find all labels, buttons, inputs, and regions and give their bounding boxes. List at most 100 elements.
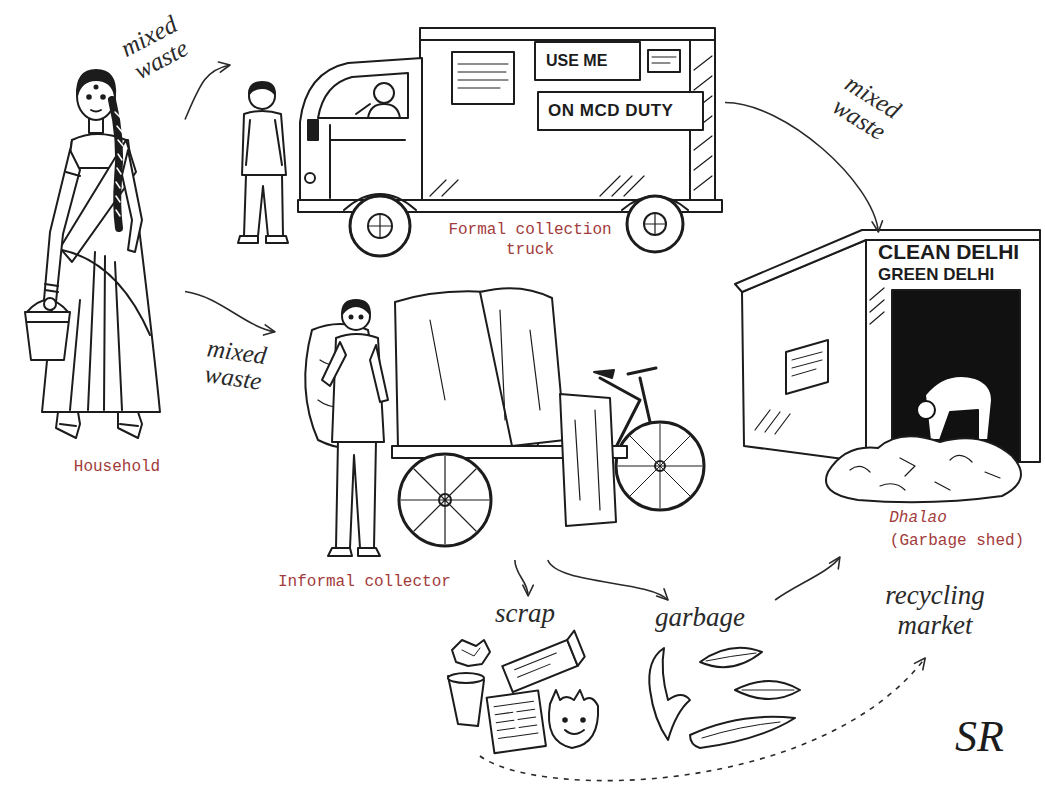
woman-figure <box>101 95 105 99</box>
truck-drawing <box>374 83 394 103</box>
collector-cart-drawing <box>430 310 540 420</box>
truck-drawing <box>535 42 640 80</box>
scrap-items-drawing <box>563 718 567 722</box>
node-label: garbage <box>640 602 760 632</box>
arrow-line <box>185 292 275 332</box>
flow-arrow <box>185 292 275 336</box>
truck-drawing <box>368 214 392 238</box>
woman-figure <box>44 298 56 310</box>
market-node: recycling market <box>865 578 1005 658</box>
arrow-head <box>218 62 230 72</box>
collector-cart-drawing <box>342 300 370 314</box>
node-sublabel: (Garbage shed) <box>882 531 1032 551</box>
scrap-items-drawing <box>494 701 538 738</box>
truck-drawing <box>318 73 408 118</box>
collector-cart-drawing <box>350 316 353 319</box>
truck-drawing <box>420 40 715 200</box>
scrap-items-drawing <box>452 640 490 666</box>
woman-figure <box>91 110 101 112</box>
woman-figure <box>122 150 142 252</box>
truck-drawing <box>308 120 318 140</box>
woman-figure <box>25 70 160 438</box>
truck-drawing <box>249 83 275 109</box>
arrow-head <box>915 658 926 670</box>
truck-drawing <box>368 214 392 238</box>
edge-label: mixed waste <box>192 334 278 397</box>
garbage-items-drawing <box>702 722 780 738</box>
scrap-items-drawing <box>500 631 587 692</box>
truck-drawing <box>420 28 715 200</box>
garbage-items-drawing <box>649 648 690 740</box>
arrow-head <box>872 221 882 232</box>
truck-drawing <box>458 64 508 88</box>
garbage-items-drawing <box>735 681 800 699</box>
scrap-items-drawing <box>502 640 577 692</box>
scrap-items-drawing <box>462 648 480 656</box>
arrow-head <box>830 557 840 569</box>
arrow-head <box>264 325 276 335</box>
scrap-items-drawing <box>515 653 560 677</box>
truck-drawing <box>627 196 683 252</box>
collector-cart-drawing <box>401 456 489 544</box>
household-node: Household <box>15 55 185 485</box>
garbage-shed-drawing <box>786 340 828 394</box>
garbage-shed-drawing <box>735 230 1040 502</box>
woman-figure <box>62 250 150 335</box>
collector-cart-drawing <box>616 422 704 510</box>
scrap-items-drawing <box>565 730 584 734</box>
scrap-items-drawing <box>565 631 587 666</box>
truck-drawing <box>246 120 282 165</box>
truck-drawing <box>452 52 514 104</box>
woman-figure <box>42 140 160 412</box>
garbage-shed-drawing <box>866 240 1040 462</box>
collector-cart-drawing <box>360 316 363 319</box>
woman-figure <box>115 112 123 216</box>
woman-figure <box>70 252 122 410</box>
flow-arrow <box>548 560 668 600</box>
collector-cart-drawing <box>480 288 565 446</box>
flow-arrow <box>515 560 533 596</box>
garbage-items-drawing <box>649 648 800 748</box>
node-label: scrap <box>480 598 570 628</box>
garbage-shed-drawing <box>792 352 822 376</box>
truck-drawing <box>644 213 666 235</box>
artist-signature: SR <box>955 712 1004 762</box>
woman-figure <box>60 424 138 426</box>
woman-figure <box>112 100 119 228</box>
collector-cart-drawing <box>370 345 388 402</box>
scrap-items-drawing <box>549 690 598 748</box>
truck-node: Formal collection truck <box>230 15 725 265</box>
truck-drawing <box>644 213 666 235</box>
truck-sign-text: USE ME <box>546 50 607 72</box>
garbage-items-drawing <box>690 717 795 748</box>
garbage-items-drawing <box>700 648 762 667</box>
garbage-shed-drawing <box>826 436 1021 502</box>
scrap-items-drawing <box>448 673 484 683</box>
truck-sign-text: ON MCD DUTY <box>548 100 673 122</box>
truck-drawing <box>249 82 275 94</box>
node-label: Household <box>62 457 172 477</box>
collector-cart-drawing <box>322 342 346 386</box>
truck-drawing <box>242 111 286 175</box>
scrap-items-drawing <box>448 631 598 754</box>
collector-cart-drawing <box>618 424 702 508</box>
truck-drawing <box>652 57 676 63</box>
woman-figure <box>44 150 80 302</box>
truck-drawing <box>350 196 410 256</box>
scrap-items-drawing <box>487 690 546 753</box>
dashed-flow-arrow <box>480 658 925 781</box>
garbage-shed-drawing <box>917 401 935 419</box>
truck-drawing <box>356 104 370 114</box>
garbage-shed-drawing <box>850 455 1000 490</box>
collector-cart-drawing <box>305 288 704 556</box>
edge-label: mixed waste <box>818 65 913 151</box>
garbage-items-drawing <box>706 653 756 661</box>
node-label: Informal collector <box>278 572 488 592</box>
arrow-head <box>657 589 668 600</box>
collector-cart-drawing <box>594 370 614 378</box>
scrap-items-drawing <box>581 718 585 722</box>
node-label: recycling market <box>870 580 1000 640</box>
truck-drawing <box>305 173 315 183</box>
shed-sign-text: GREEN DELHI <box>878 264 994 286</box>
edge-label: mixed waste <box>107 6 202 89</box>
